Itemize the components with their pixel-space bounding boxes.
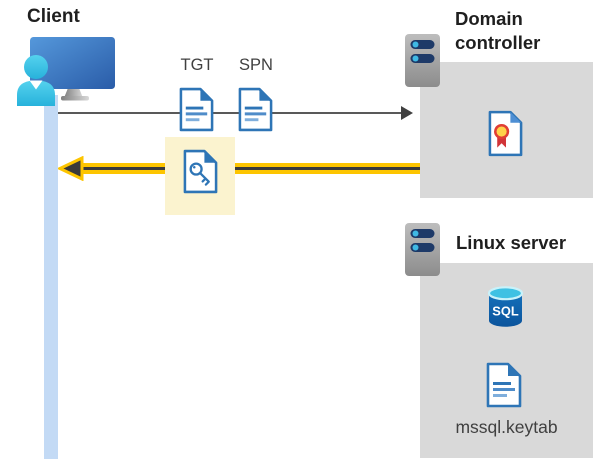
keytab-label: mssql.keytab (455, 417, 558, 437)
user-icon (17, 55, 55, 106)
monitor-icon (30, 37, 115, 101)
tgt-document-icon (179, 87, 214, 132)
sql-badge-text: SQL (492, 303, 519, 318)
domain-controller-server-icon (405, 34, 440, 87)
client-workstation-icon (17, 37, 115, 106)
linux-server-server-icon (405, 223, 440, 276)
tgt-label: TGT (180, 56, 214, 74)
spn-label: SPN (239, 56, 273, 74)
arrow-left-highlighted-icon (58, 156, 84, 181)
client-label: Client (27, 6, 80, 27)
sql-database-icon: SQL (487, 286, 524, 327)
client-lifeline-bar (44, 95, 58, 459)
arrow-right-icon (401, 106, 413, 120)
linux-server-label: Linux server (456, 232, 567, 253)
certificate-icon (488, 110, 523, 157)
key-document-icon (183, 149, 218, 194)
keytab-document-icon (486, 362, 522, 408)
return-arrow-line (78, 163, 420, 174)
domain-controller-label: Domain controller (455, 8, 541, 53)
request-arrow-line (58, 112, 402, 114)
spn-document-icon (238, 87, 273, 132)
